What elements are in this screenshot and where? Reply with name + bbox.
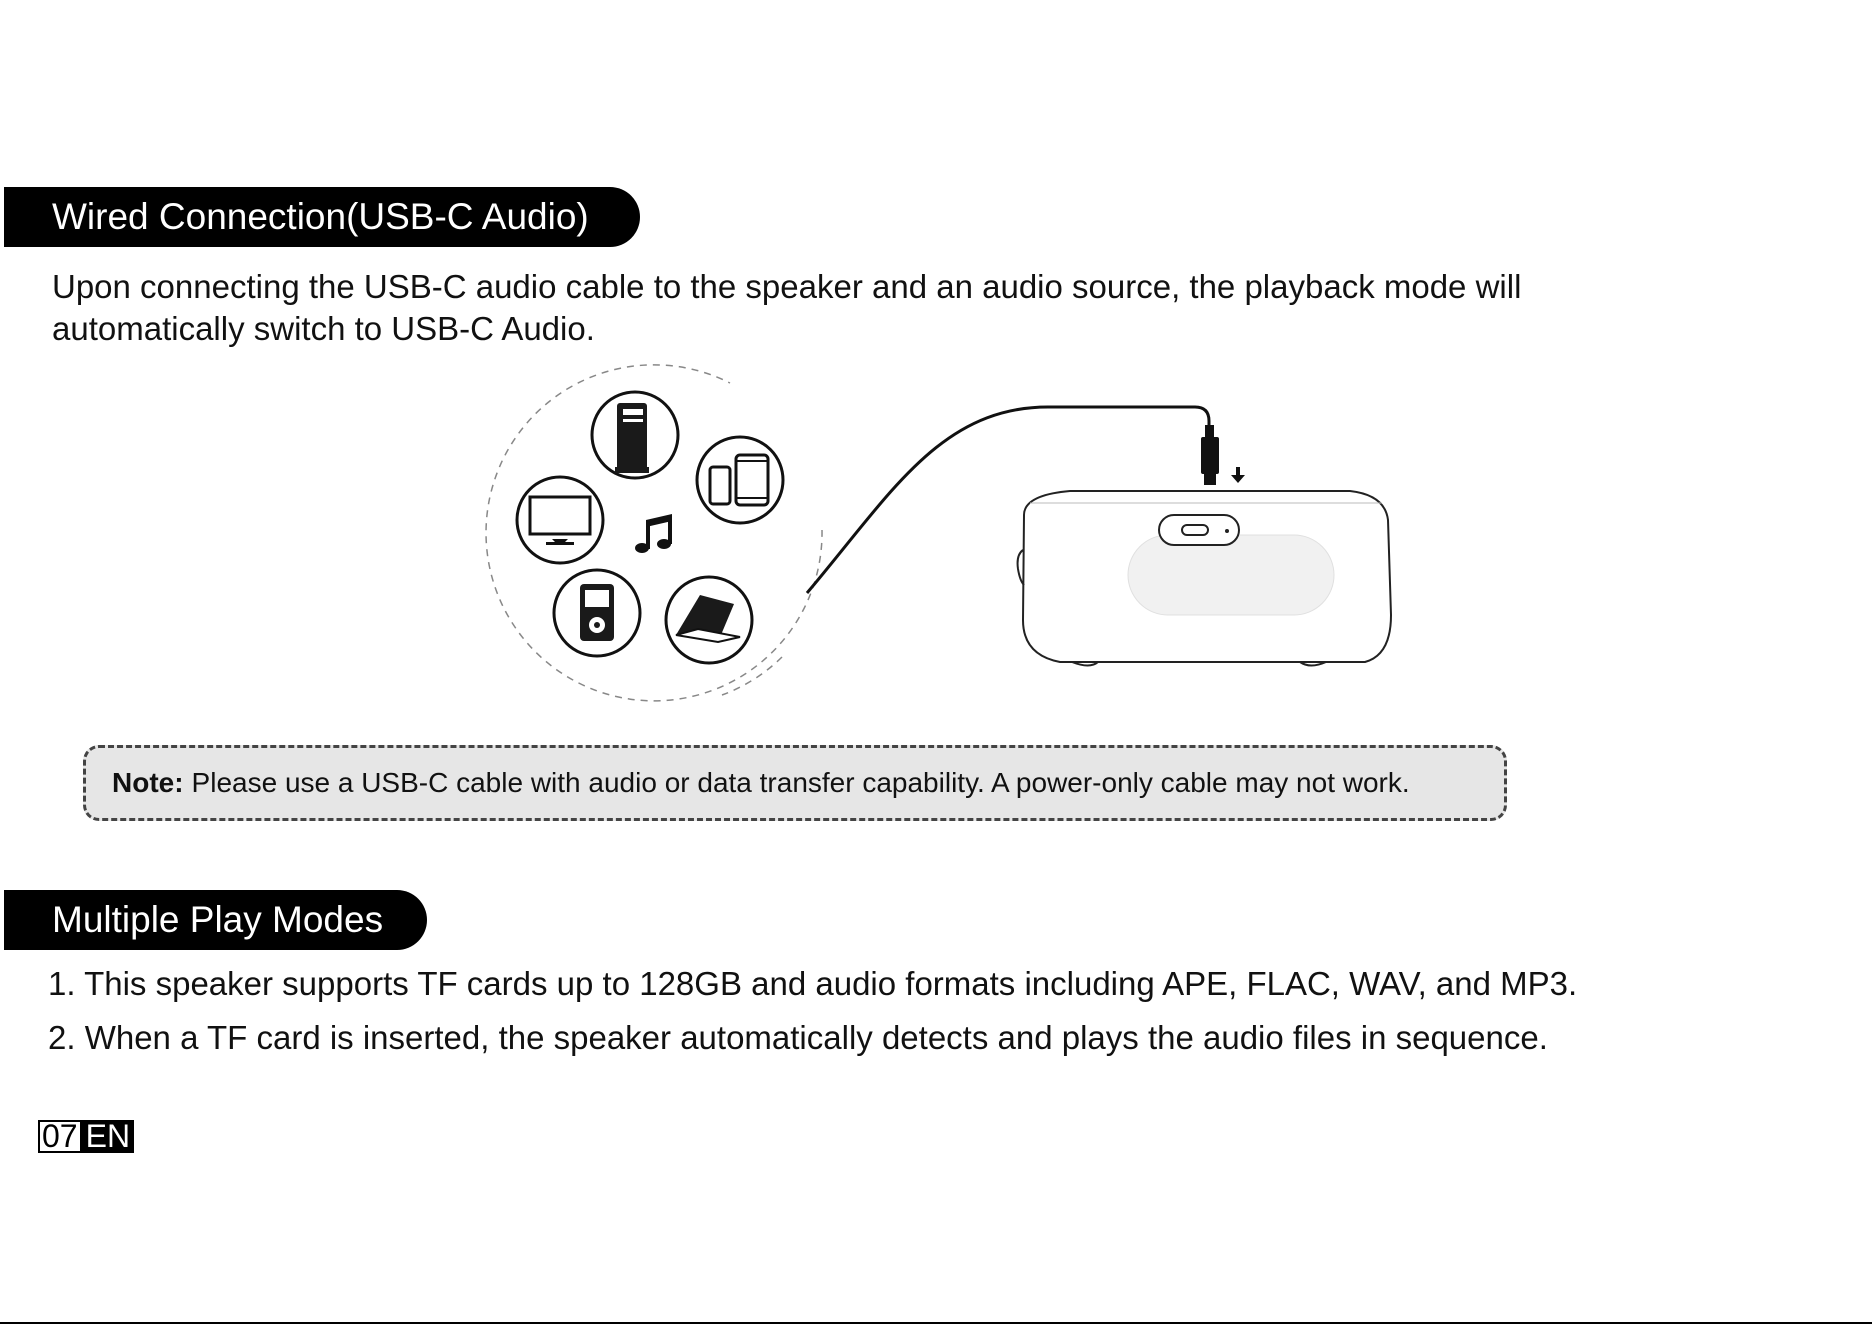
page-footer: 07 EN — [38, 1120, 135, 1153]
tv-icon — [515, 475, 605, 565]
desktop-tower-icon — [590, 390, 680, 480]
usb-c-cable — [805, 405, 1219, 594]
usb-c-connection-illustration — [485, 364, 1393, 702]
laptop-icon — [664, 575, 754, 665]
music-note-icon — [635, 514, 672, 553]
audio-source-group — [485, 364, 823, 702]
note-text: Please use a USB-C cable with audio or d… — [191, 767, 1410, 798]
mp3-player-icon — [552, 568, 642, 658]
insert-arrow-icon — [1231, 467, 1245, 483]
section-heading-text: Wired Connection(USB-C Audio) — [52, 196, 589, 237]
list-item: 2. When a TF card is inserted, the speak… — [48, 1019, 1548, 1056]
section-heading-play-modes: Multiple Play Modes — [4, 890, 427, 950]
language-badge: EN — [81, 1120, 135, 1153]
page-bottom-divider — [0, 1322, 1872, 1324]
phone-tablet-icon — [695, 435, 785, 525]
note-callout: Note: Please use a USB-C cable with audi… — [83, 745, 1507, 821]
intro-paragraph-line-2: automatically switch to USB-C Audio. — [52, 310, 595, 347]
page-number: 07 — [38, 1120, 82, 1153]
intro-paragraph-line-1: Upon connecting the USB-C audio cable to… — [52, 268, 1522, 305]
note-label: Note: — [112, 767, 184, 798]
speaker-illustration — [1016, 490, 1393, 667]
section-heading-text: Multiple Play Modes — [52, 899, 384, 940]
section-heading-wired-connection: Wired Connection(USB-C Audio) — [4, 187, 640, 247]
list-item: 1. This speaker supports TF cards up to … — [48, 965, 1578, 1002]
